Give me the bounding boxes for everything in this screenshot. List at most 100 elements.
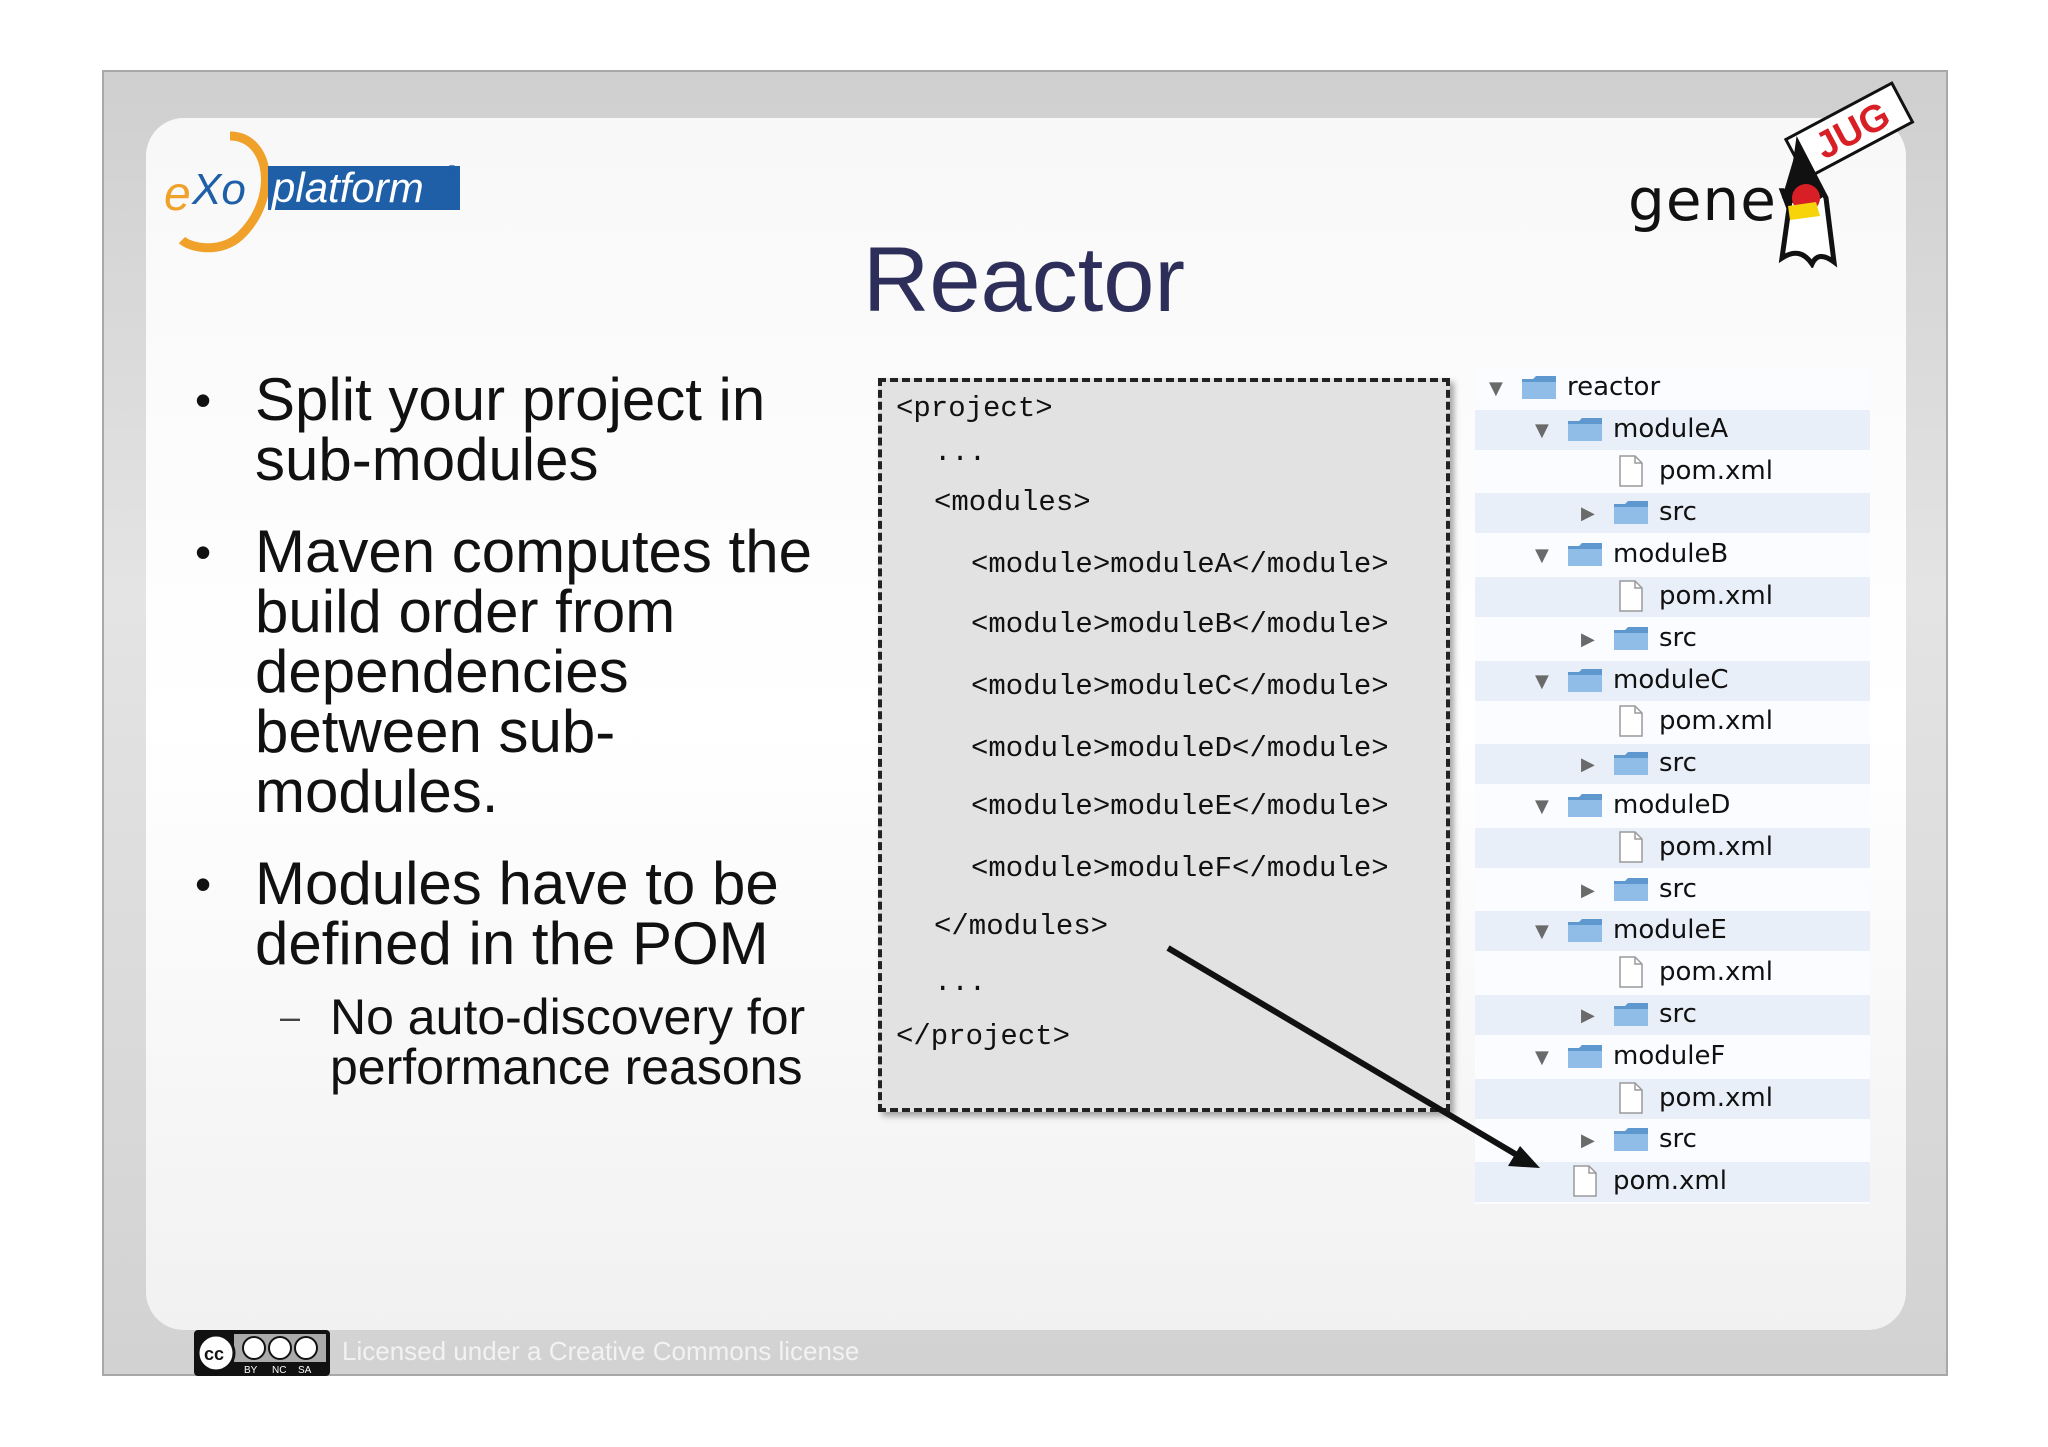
disclosure-collapsed-icon[interactable]: ▶ xyxy=(1581,1005,1595,1026)
tree-file-row[interactable]: pom.xml xyxy=(1475,1078,1870,1119)
cc-badge-logo: cc xyxy=(204,1344,224,1364)
bullet-list: • Split your project in sub-modules • Ma… xyxy=(195,366,875,1093)
bullet-line: between sub- xyxy=(255,698,616,765)
tree-item-label: pom.xml xyxy=(1659,581,1773,611)
tree-file-row[interactable]: pom.xml xyxy=(1475,577,1870,617)
tree-item-label: moduleA xyxy=(1613,413,1729,444)
folder-icon xyxy=(1614,752,1648,776)
cc-badge-nc: NC xyxy=(272,1365,286,1376)
tree-file-row[interactable]: pom.xml xyxy=(1475,702,1870,742)
code-line: <module>moduleF</module> xyxy=(971,852,1389,885)
disclosure-collapsed-icon[interactable]: ▶ xyxy=(1581,628,1595,650)
code-line: <module>moduleA</module> xyxy=(971,548,1389,581)
file-icon xyxy=(1619,705,1643,738)
tree-folder-row[interactable]: ▶src xyxy=(1475,493,1870,534)
folder-icon xyxy=(1614,1003,1648,1026)
sub-bullet-dash-icon: – xyxy=(280,996,301,1037)
code-line: <module>moduleB</module> xyxy=(971,608,1389,641)
tree-folder-row[interactable]: ▶ src xyxy=(1475,1120,1870,1160)
tree-folder-row[interactable]: ▼ moduleF xyxy=(1475,1037,1870,1077)
folder-icon xyxy=(1614,877,1648,901)
bullet-dot-icon: • xyxy=(195,858,212,910)
disclosure-expanded-icon[interactable]: ▼ xyxy=(1535,670,1549,692)
tree-item-label: moduleD xyxy=(1613,790,1731,820)
tree-file-row[interactable]: pom.xml xyxy=(1475,452,1870,492)
file-icon xyxy=(1619,831,1643,863)
bullet-line: Split your project in xyxy=(255,366,766,433)
tree-item-label: pom.xml xyxy=(1659,706,1773,737)
code-line: <module>moduleE</module> xyxy=(971,790,1389,823)
file-icon xyxy=(1619,454,1643,487)
logo-exo-xo: Xo xyxy=(191,165,246,214)
bullet-line: build order from xyxy=(255,578,676,645)
tree-item-label: moduleB xyxy=(1613,539,1729,570)
sub-bullet-line: No auto-discovery for xyxy=(330,989,806,1045)
pom-code-box: <project> ... <modules> <module>moduleA<… xyxy=(878,378,1450,1112)
disclosure-expanded-icon[interactable]: ▼ xyxy=(1489,378,1503,399)
tree-item-label: moduleF xyxy=(1613,1040,1726,1071)
bullet-item: • Maven computes the build order from de… xyxy=(195,522,875,822)
bullet-line: Maven computes the xyxy=(255,518,812,585)
cc-badge-sa: SA xyxy=(298,1365,312,1376)
tree-item-label: src xyxy=(1659,999,1697,1029)
file-icon xyxy=(1619,580,1643,612)
disclosure-collapsed-icon[interactable]: ▶ xyxy=(1581,879,1595,901)
tree-file-row[interactable]: pom.xml xyxy=(1475,1162,1870,1203)
exo-platform-logo: e Xo platform ® xyxy=(164,131,460,253)
tree-item-label: pom.xml xyxy=(1659,831,1773,862)
code-line: <module>moduleD</module> xyxy=(971,732,1389,765)
geneva-jug-logo: genev JUG xyxy=(1620,78,1950,268)
code-line: ... xyxy=(934,436,987,469)
disclosure-collapsed-icon[interactable]: ▶ xyxy=(1581,503,1595,525)
code-line: <module>moduleC</module> xyxy=(971,670,1389,703)
tree-item-label: pom.xml xyxy=(1659,455,1773,486)
tree-item-label: src xyxy=(1659,1124,1697,1155)
file-icon xyxy=(1619,956,1643,988)
bullet-line: dependencies xyxy=(255,638,629,705)
tree-folder-row[interactable]: ▼ moduleA xyxy=(1475,409,1870,450)
disclosure-collapsed-icon[interactable]: ▶ xyxy=(1581,1130,1595,1152)
file-icon xyxy=(1573,1165,1597,1197)
sub-bullet-item: – No auto-discovery for performance reas… xyxy=(195,992,875,1092)
tree-folder-row[interactable]: ▶ src xyxy=(1475,619,1870,659)
folder-icon xyxy=(1568,668,1602,692)
tree-folder-row[interactable]: ▼ moduleB xyxy=(1475,535,1870,575)
bullet-dot-icon: • xyxy=(195,374,212,426)
tree-file-row[interactable]: pom.xml xyxy=(1475,827,1870,868)
folder-icon xyxy=(1568,794,1602,817)
tree-item-label: moduleE xyxy=(1613,915,1727,946)
disclosure-expanded-icon[interactable]: ▼ xyxy=(1535,921,1549,943)
tree-item-label: pom.xml xyxy=(1659,957,1773,988)
logo-geneva-text: genev xyxy=(1628,166,1813,234)
tree-item-label: moduleC xyxy=(1613,664,1729,695)
logo-exo-platform: platform xyxy=(270,164,424,211)
disclosure-expanded-icon[interactable]: ▼ xyxy=(1535,545,1549,567)
disclosure-collapsed-icon[interactable]: ▶ xyxy=(1581,754,1595,776)
folder-icon xyxy=(1614,501,1648,525)
tree-item-label: src xyxy=(1659,622,1697,653)
bullet-line: Modules have to be xyxy=(255,850,779,917)
tree-file-row[interactable]: pom.xml xyxy=(1475,953,1870,993)
tree-folder-row[interactable]: ▶ src xyxy=(1475,870,1870,910)
cc-badge-by: BY xyxy=(244,1365,258,1376)
tree-folder-row[interactable]: ▶ src xyxy=(1475,995,1870,1035)
tree-folder-row[interactable]: ▼ reactor xyxy=(1475,368,1870,408)
creative-commons-badge-icon: cc BY NC SA xyxy=(194,1330,330,1376)
tree-folder-row[interactable]: ▼ moduleE xyxy=(1475,911,1870,952)
bullet-dot-icon: • xyxy=(195,526,212,578)
disclosure-expanded-icon[interactable]: ▼ xyxy=(1535,1046,1549,1068)
folder-icon xyxy=(1568,417,1602,441)
slide-title: Reactor xyxy=(862,229,1186,331)
tree-item-label: src xyxy=(1659,873,1697,904)
tree-folder-row[interactable]: ▼ moduleC xyxy=(1475,660,1870,701)
bullet-line: modules. xyxy=(255,758,499,825)
tree-item-label: reactor xyxy=(1567,372,1661,402)
tree-folder-row[interactable]: ▼ moduleD xyxy=(1475,786,1870,826)
tree-folder-row[interactable]: ▶src xyxy=(1475,744,1870,785)
license-text: Licensed under a Creative Commons licens… xyxy=(342,1336,860,1366)
code-line: </project> xyxy=(896,1020,1071,1053)
disclosure-expanded-icon[interactable]: ▼ xyxy=(1535,419,1549,441)
folder-icon xyxy=(1614,1128,1648,1152)
disclosure-expanded-icon[interactable]: ▼ xyxy=(1535,796,1549,817)
